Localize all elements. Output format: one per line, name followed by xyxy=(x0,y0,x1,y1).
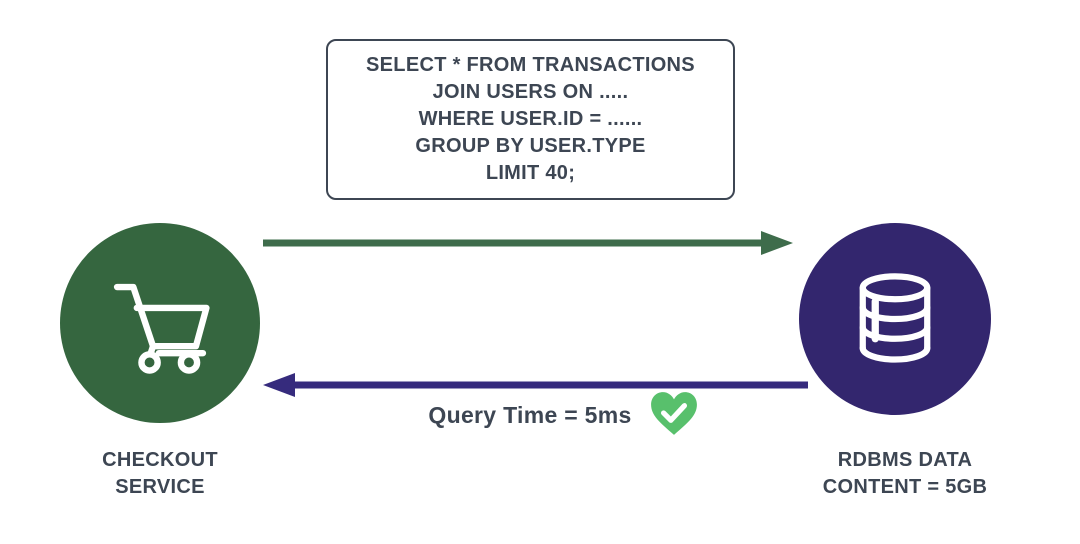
rdbms-label: RDBMS DATA CONTENT = 5GB xyxy=(785,447,1025,501)
checkout-service-node xyxy=(60,223,260,423)
sql-query-box: SELECT * FROM TRANSACTIONS JOIN USERS ON… xyxy=(326,39,735,200)
sql-line-2: JOIN USERS ON ..... xyxy=(432,81,629,103)
database-icon xyxy=(859,273,931,363)
heart-check-icon xyxy=(651,392,697,435)
sql-line-5: LIMIT 40; xyxy=(485,162,576,184)
rdbms-label-line-1: RDBMS DATA xyxy=(837,449,973,471)
shopping-cart-icon xyxy=(113,283,210,374)
rdbms-label-line-2: CONTENT = 5GB xyxy=(822,476,988,498)
checkout-service-label: CHECKOUT SERVICE xyxy=(40,447,280,501)
query-time-label: Query Time = 5ms xyxy=(428,402,632,428)
checkout-label-line-1: CHECKOUT xyxy=(102,449,218,471)
sql-line-4: GROUP BY USER.TYPE xyxy=(415,135,646,157)
request-arrow xyxy=(263,231,793,255)
checkout-label-line-2: SERVICE xyxy=(115,476,205,498)
response-arrow xyxy=(263,373,808,397)
sql-line-1: SELECT * FROM TRANSACTIONS xyxy=(366,54,695,76)
sql-line-3: WHERE USER.ID = ...... xyxy=(418,108,643,130)
rdbms-node xyxy=(799,223,991,415)
